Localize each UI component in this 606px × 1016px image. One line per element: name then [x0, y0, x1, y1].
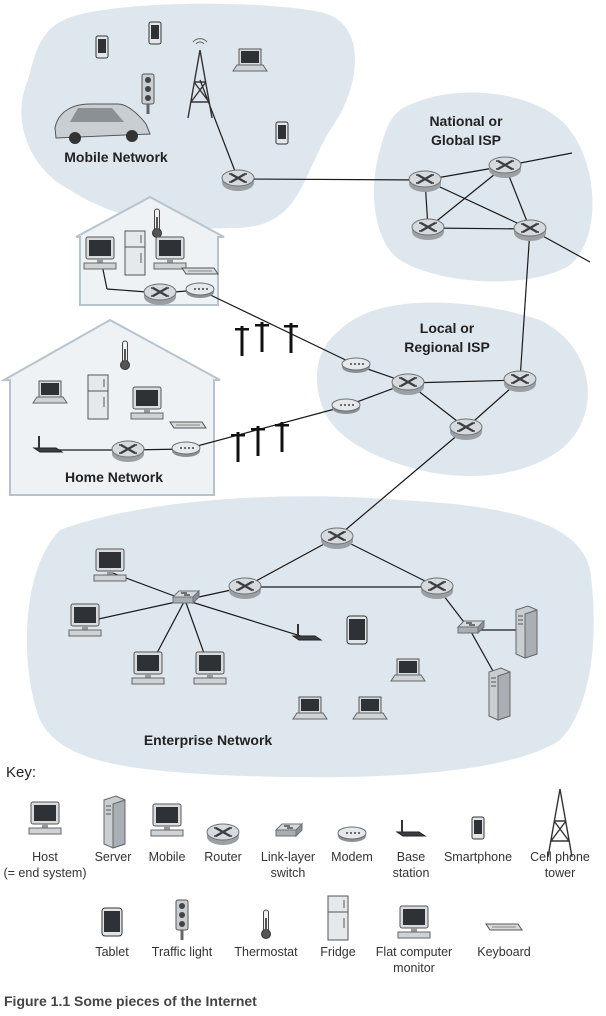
links: [48, 79, 591, 681]
key-switch-label: Link-layer: [261, 850, 315, 864]
key-server-icon: [103, 795, 126, 849]
home-router-large: [110, 439, 146, 464]
regional-isp-label-2: Regional ISP: [404, 339, 490, 355]
home-network-label: Home Network: [65, 469, 163, 485]
enterprise-network-label: Enterprise Network: [144, 732, 273, 748]
regional-router-3: [448, 417, 484, 442]
figure-caption: Figure 1.1 Some pieces of the Internet: [4, 993, 257, 1009]
key-base-label: Base: [397, 850, 426, 864]
enterprise-switch-1: [172, 590, 200, 604]
key-switch-icon: [275, 823, 303, 837]
national-router-2: [487, 155, 523, 180]
keyboard-icon: [181, 267, 219, 275]
key-title: Key:: [6, 764, 36, 781]
key-smartphone-icon: [471, 816, 485, 840]
key-fridge-label: Fridge: [320, 945, 355, 959]
key-tablet-label: Tablet: [95, 945, 129, 959]
key-monitor-sublabel: monitor: [393, 961, 435, 975]
server-icon: [488, 667, 511, 721]
key-base-station-icon: [396, 819, 426, 837]
home-router-small: [142, 282, 178, 307]
regional-isp-cloud: [316, 302, 588, 476]
national-router-1: [407, 169, 443, 194]
isp-modem-2: [331, 398, 361, 415]
flat-monitor-icon: [130, 386, 164, 420]
key-row-1-icons: [28, 788, 573, 858]
key-mobile-icon: [150, 803, 184, 837]
regional-router-2: [502, 369, 538, 394]
key-mobile-label: Mobile: [149, 850, 186, 864]
mobile-network-label: Mobile Network: [64, 149, 168, 165]
key-router-label: Router: [204, 850, 242, 864]
flat-monitor-icon: [153, 236, 187, 270]
key-host-sublabel: (= end system): [3, 866, 86, 880]
national-isp-label-1: National or: [429, 113, 503, 129]
smartphone-icon: [275, 121, 289, 145]
key-traffic-light-label: Traffic light: [152, 945, 213, 959]
key-cell-tower-sublabel: tower: [545, 866, 576, 880]
home-modem-small: [185, 282, 215, 299]
key-row-2-icons: [101, 895, 523, 941]
key-base-sublabel: station: [393, 866, 430, 880]
key-monitor-label: Flat computer: [376, 945, 452, 959]
key-router-icon: [205, 822, 241, 847]
utility-poles: [231, 322, 298, 462]
key-server-label: Server: [95, 850, 132, 864]
national-isp-label-2: Global ISP: [431, 132, 501, 148]
home-pc-icon: [83, 236, 117, 270]
key-cell-tower-icon: [547, 788, 573, 858]
national-router-4: [512, 218, 548, 243]
car-icon: [54, 103, 151, 144]
enterprise-pc-icon: [193, 651, 227, 685]
fridge-icon: [124, 230, 146, 276]
key-smartphone-label: Smartphone: [444, 850, 512, 864]
house-small: [75, 195, 225, 306]
key-traffic-light-icon: [175, 899, 189, 941]
key-switch-sublabel: switch: [271, 866, 306, 880]
key-keyboard-icon: [485, 923, 523, 931]
enterprise-pc-icon: [131, 651, 165, 685]
key-thermostat-icon: [261, 909, 271, 939]
enterprise-switch-2: [457, 620, 485, 634]
keyboard-icon: [169, 421, 207, 429]
smartphone-icon: [148, 21, 162, 45]
key-modem-icon: [337, 826, 367, 843]
tablet-icon: [346, 615, 368, 645]
key-monitor-icon: [397, 905, 431, 939]
mobile-router: [220, 168, 256, 193]
smartphone-icon: [95, 35, 109, 59]
regional-router-1: [390, 372, 426, 397]
key-keyboard-label: Keyboard: [477, 945, 531, 959]
home-modem-large: [171, 441, 201, 458]
key-cell-tower-label: Cell phone: [530, 850, 590, 864]
enterprise-pc-icon: [68, 603, 102, 637]
isp-modem-1: [341, 357, 371, 374]
enterprise-router-1: [319, 526, 355, 551]
key-host-label: Host: [32, 850, 58, 864]
key-modem-label: Modem: [331, 850, 373, 864]
key-tablet-icon: [101, 907, 123, 937]
key-fridge-icon: [327, 895, 349, 941]
fridge-icon: [87, 374, 109, 420]
server-icon: [515, 605, 538, 659]
key-thermostat-label: Thermostat: [234, 945, 298, 959]
enterprise-pc-icon: [93, 548, 127, 582]
key-host-icon: [28, 801, 62, 835]
enterprise-router-3: [419, 576, 455, 601]
enterprise-router-2: [227, 576, 263, 601]
national-router-3: [410, 217, 446, 242]
regional-isp-label-1: Local or: [420, 320, 475, 336]
